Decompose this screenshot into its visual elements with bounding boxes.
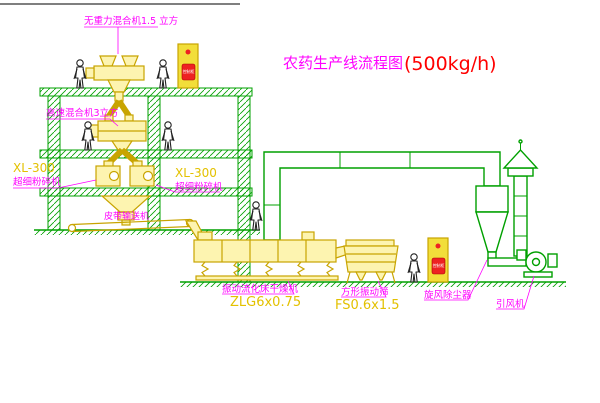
induced-draft-fan [516,249,558,278]
leader-lines [13,26,535,310]
control-cabinet-2-label: 控制柜 [433,262,445,268]
worker-figure [407,253,421,283]
fan-base [523,271,553,278]
column-middle [147,95,161,231]
stack-rain-cap [502,148,539,169]
label-dryer-name: 振动流化床干燥机 [222,283,299,295]
dryer-port [301,231,315,241]
belt-pulley-left [67,223,77,233]
control-cabinet-1-label: 控制柜 [183,68,195,74]
label-fan: 引风机 [496,298,525,310]
diagram-title: 农药生产线流程图 [283,54,403,72]
dryer-spring [201,261,210,277]
mixer-motor [85,67,95,79]
control-cabinet-2: 控制柜 [427,237,449,283]
diagram-capacity: (500kg/h) [404,53,497,75]
dryer-inlet [197,231,213,241]
label-cyclone: 旋风除尘器 [424,289,472,301]
vibrating-sieve [343,239,399,284]
floor-slab-top [39,87,253,97]
label-mid-mixer: 高速混合机3立方 [46,107,119,119]
label-crusher-left-model: XL-300 [13,161,55,175]
exhaust-duct [263,151,501,241]
worker-figure [156,59,170,89]
fluid-bed-dryer [193,231,355,281]
indicator-light-icon [435,243,441,249]
exhaust-stack [502,139,539,257]
label-belt-conveyor: 皮带输送机 [104,210,149,222]
ground-hatch-right [180,282,566,287]
label-crusher-right-name: 超细粉碎机 [175,181,223,193]
sieve-spout [355,271,367,281]
top-mixer [85,55,145,118]
crusher-left [95,160,121,187]
dryer-base [195,275,339,281]
floor-slab-mid [39,149,253,159]
crusher-right [129,160,155,187]
label-crusher-right-model: XL-300 [175,166,217,180]
dryer-spring [265,261,274,277]
label-crusher-left-name: 超细粉碎机 [13,176,61,188]
building-structure [39,87,253,283]
fan-motor [547,253,558,268]
worker-figure [249,201,263,231]
sieve-spout [375,271,387,281]
label-dryer-model: ZLG6x0.75 [230,295,301,310]
label-sieve-name: 方形振动筛 [341,286,389,298]
control-cabinet-1: 控制柜 [177,43,199,89]
worker-figure [73,59,87,89]
label-top-mixer: 无重力混合机1.5 立方 [84,15,178,27]
dryer-spring [297,261,306,277]
label-sieve-model: FS0.6x1.5 [335,298,400,313]
dryer-spring [233,261,242,277]
dryer-spring [326,261,335,277]
worker-figure [161,121,175,151]
cyclone-dust-collector [475,185,527,267]
high-speed-mixer [87,114,147,167]
indicator-light-icon [185,49,191,55]
ground-hatch-left [34,230,260,235]
